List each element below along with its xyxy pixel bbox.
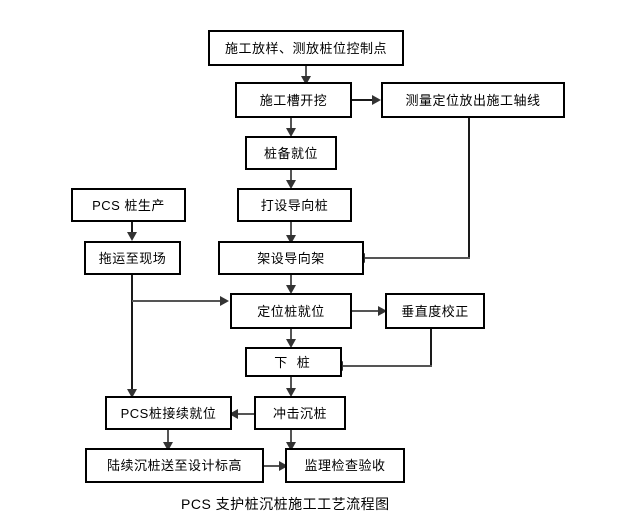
edge-n5-n7-line: [290, 222, 292, 239]
edge-n12-n14-line: [167, 430, 169, 446]
edge-n14-n15-line: [264, 465, 281, 467]
node-pile-ready-in-place[interactable]: 桩备就位: [245, 136, 337, 170]
edge-n3-n7-hline: [364, 257, 470, 259]
diagram-caption: PCS 支护桩沉桩施工工艺流程图: [181, 496, 390, 512]
edge-n2-n3-line: [352, 99, 374, 101]
edge-n3-n7-vline: [468, 118, 470, 258]
edge-n10-n11-vline: [430, 329, 432, 366]
node-tow-to-site[interactable]: 拖运至现场: [84, 241, 181, 275]
edge-n2-n4-line: [290, 118, 292, 132]
edge-n8-n9-hline: [132, 300, 222, 302]
node-sink-pile-to-design-elevation[interactable]: 陆续沉桩送至设计标高: [85, 448, 264, 483]
node-drive-guide-pile[interactable]: 打设导向桩: [237, 188, 352, 222]
edge-n10-n11-hline: [343, 365, 432, 367]
node-erect-guide-frame[interactable]: 架设导向架: [218, 241, 364, 275]
node-verticality-correction[interactable]: 垂直度校正: [385, 293, 485, 329]
edge-n2-n3-arrow: [372, 95, 381, 105]
node-locate-pile-in-place[interactable]: 定位桩就位: [230, 293, 352, 329]
edge-n6-n8-line: [131, 222, 133, 236]
edge-n9-n10-line: [352, 310, 380, 312]
node-supervision-inspection-acceptance[interactable]: 监理检查验收: [285, 448, 405, 483]
node-trench-excavation[interactable]: 施工槽开挖: [235, 82, 352, 118]
edge-n9-n11-line: [290, 329, 292, 343]
node-survey-axis-setout[interactable]: 测量定位放出施工轴线: [381, 82, 565, 118]
node-lower-pile[interactable]: 下 桩: [245, 347, 342, 377]
node-pcs-pile-splice-in-place[interactable]: PCS桩接续就位: [105, 396, 232, 430]
node-pcs-pile-production[interactable]: PCS 桩生产: [71, 188, 186, 222]
edge-n8-n9-arrow: [220, 296, 229, 306]
edge-n13-n12-line: [237, 413, 254, 415]
edge-n6-n8-arrow: [127, 232, 137, 241]
edge-n13-n15-line: [290, 430, 292, 446]
node-construction-setting-out[interactable]: 施工放样、测放桩位控制点: [208, 30, 404, 66]
node-impact-pile-sinking[interactable]: 冲击沉桩: [254, 396, 346, 430]
edge-n11-n13-line: [290, 377, 292, 392]
edge-n8-n12-vline: [131, 275, 133, 393]
edge-n4-n5-line: [290, 170, 292, 184]
edge-n7-n9-line: [290, 275, 292, 289]
edge-n1-n2-line: [305, 66, 307, 80]
